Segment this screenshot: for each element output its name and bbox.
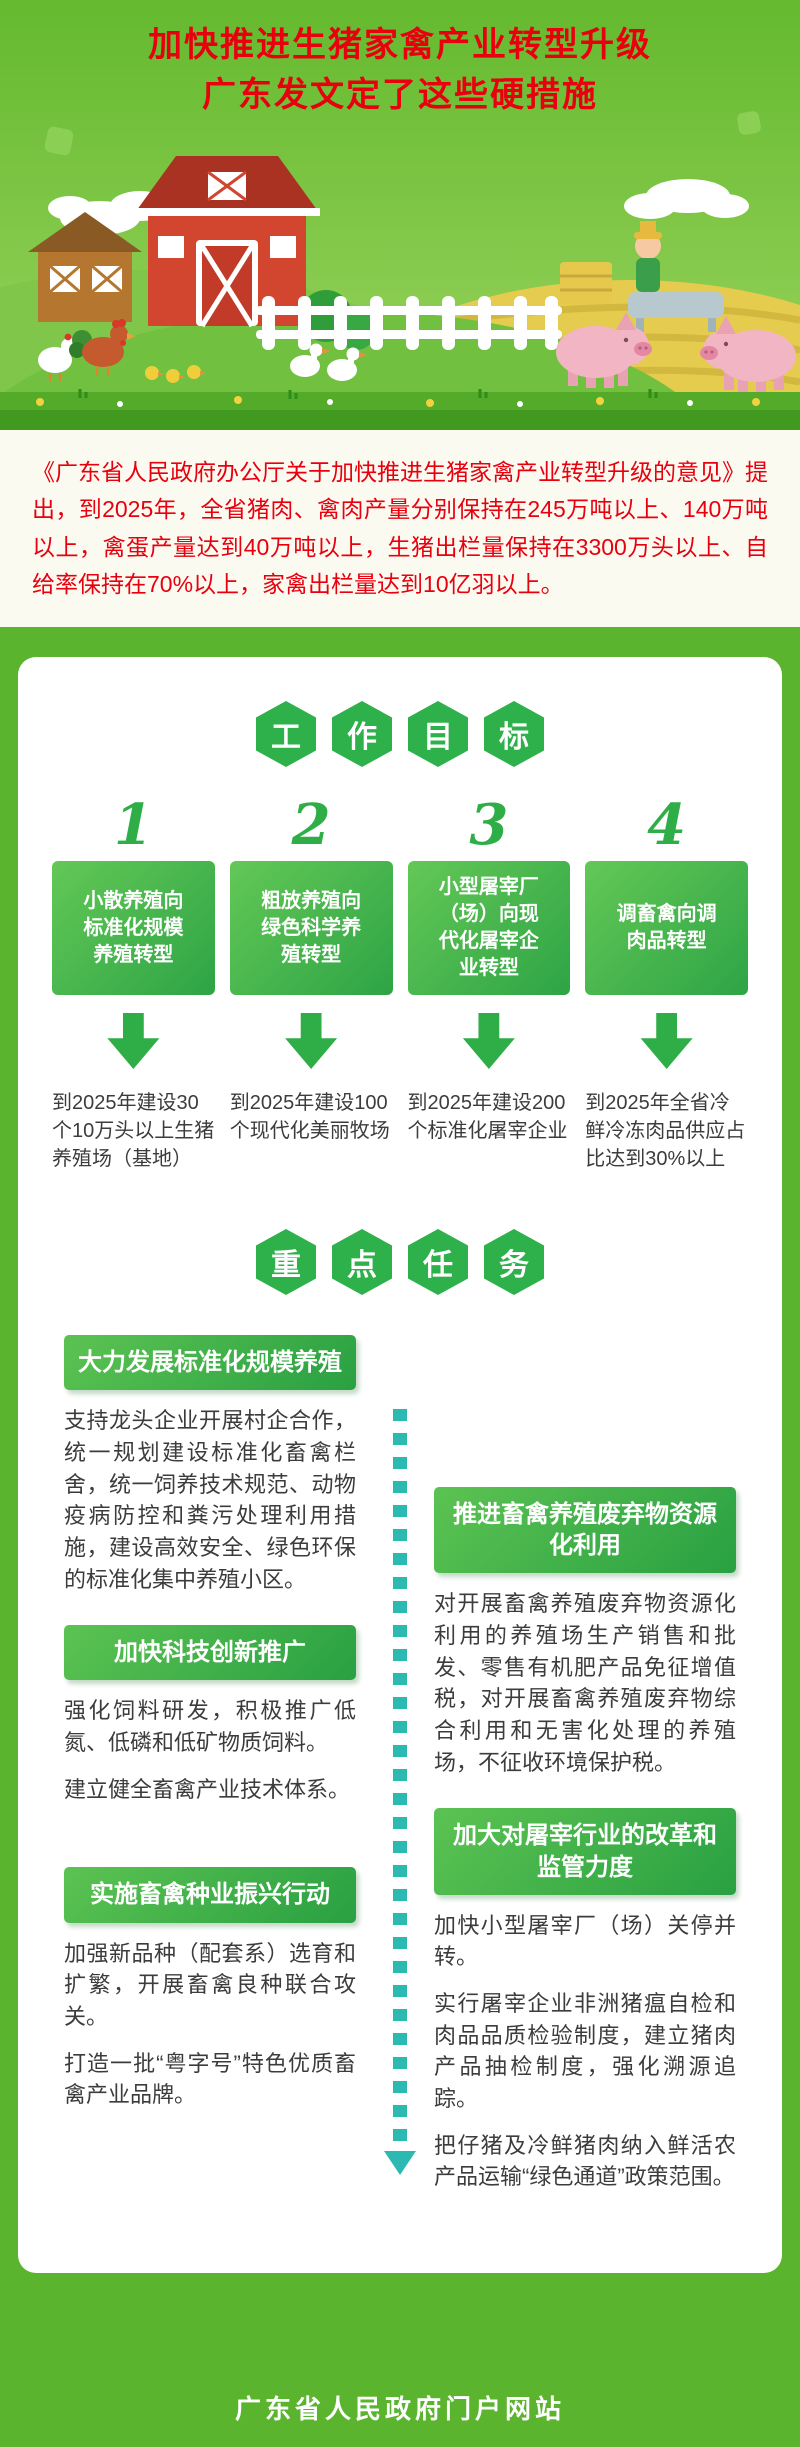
- goal-description: 到2025年建设100个现代化美丽牧场: [229, 1092, 390, 1142]
- goal-description: 到2025年建设30个10万头以上生猪养殖场（基地）: [52, 1092, 215, 1170]
- site-name: 广东省人民政府门户网站: [234, 2393, 565, 2424]
- down-arrow-icon: [640, 1013, 693, 1069]
- down-arrow-icon: [107, 1013, 160, 1069]
- footer: 广东省人民政府门户网站: [0, 2367, 800, 2447]
- page-title-line2: 广东发文定了这些硬措施: [202, 76, 598, 115]
- task-title: 推进畜禽养殖废弃物资源化利用: [434, 1487, 736, 1574]
- farm-illustration-icon: [0, 0, 800, 430]
- intro-section: 《广东省人民政府办公厅关于加快推进生猪家禽产业转型升级的意见》提出，到2025年…: [0, 430, 800, 627]
- goal-description: 到2025年建设200个标准化屠宰企业: [407, 1092, 568, 1142]
- hexagon-badge: 任: [408, 1229, 468, 1295]
- goal-item: 1 小散养殖向标准化规模养殖转型 到2025年建设30个10万头以上生猪养殖场（…: [52, 797, 215, 1173]
- task-paragraph: 建立健全畜禽产业技术体系。: [64, 1776, 351, 1802]
- goal-title: 粗放养殖向绿色科学养殖转型: [229, 861, 393, 995]
- goal-title: 小散养殖向标准化规模养殖转型: [52, 861, 215, 995]
- goal-title: 小型屠宰厂（场）向现代化屠宰企业转型: [407, 861, 571, 995]
- task-block: 加大对屠宰行业的改革和监管力度 加快小型屠宰厂（场）关停并转。 实行屠宰企业非洲…: [434, 1808, 736, 2193]
- tasks-left-column: 大力发展标准化规模养殖 支持龙头企业开展村企合作，统一规划建设标准化畜禽栏舍，统…: [64, 1335, 356, 2193]
- tasks-right-column: 推进畜禽养殖废弃物资源化利用 对开展畜禽养殖废弃物资源化利用的养殖场生产销售和批…: [434, 1335, 736, 2193]
- task-paragraph: 打造一批“粤字号”特色优质畜禽产业品牌。: [64, 2050, 356, 2108]
- hexagon-badge: 点: [332, 1229, 392, 1295]
- hero-section: 加快推进生猪家禽产业转型升级 广东发文定了这些硬措施: [0, 0, 800, 430]
- flow-down-arrow-spine: [384, 1409, 416, 2176]
- goal-number: 4: [647, 792, 687, 858]
- task-title: 加大对屠宰行业的改革和监管力度: [434, 1808, 736, 1895]
- goal-item: 2 粗放养殖向绿色科学养殖转型 到2025年建设100个现代化美丽牧场: [229, 792, 393, 1173]
- task-paragraph: 对开展畜禽养殖废弃物资源化利用的养殖场生产销售和批发、零售有机肥产品免征增值税，…: [434, 1591, 736, 1775]
- content-card: 工 作 目 标 1 小散养殖向标准化规模养殖转型 到2025年建设30个10万头…: [18, 657, 782, 2274]
- tasks-section: 大力发展标准化规模养殖 支持龙头企业开展村企合作，统一规划建设标准化畜禽栏舍，统…: [48, 1325, 752, 2243]
- task-title: 加快科技创新推广: [64, 1625, 356, 1681]
- goal-description: 到2025年全省冷鲜冷冻肉品供应占比达到30%以上: [585, 1092, 746, 1170]
- task-paragraph: 加快小型屠宰厂（场）关停并转。: [434, 1912, 736, 1970]
- task-block: 推进畜禽养殖废弃物资源化利用 对开展畜禽养殖废弃物资源化利用的养殖场生产销售和批…: [434, 1487, 736, 1778]
- task-title: 大力发展标准化规模养殖: [64, 1335, 356, 1391]
- goals-grid: 1 小散养殖向标准化规模养殖转型 到2025年建设30个10万头以上生猪养殖场（…: [48, 797, 752, 1173]
- task-title: 实施畜禽种业振兴行动: [64, 1867, 356, 1923]
- goal-number: 3: [469, 792, 509, 858]
- page-title-line1: 加快推进生猪家禽产业转型升级: [148, 26, 652, 64]
- hexagon-badge: 务: [484, 1229, 544, 1295]
- goal-item: 4 调畜禽向调肉品转型 到2025年全省冷鲜冷冻肉品供应占比达到30%以上: [585, 797, 748, 1173]
- hexagon-badge: 标: [484, 701, 544, 767]
- goal-item: 3 小型屠宰厂（场）向现代化屠宰企业转型 到2025年建设200个标准化屠宰企业: [407, 792, 571, 1173]
- hexagon-badge: 重: [256, 1229, 316, 1295]
- page-title: 加快推进生猪家禽产业转型升级 广东发文定了这些硬措施: [0, 20, 800, 121]
- goal-title: 调畜禽向调肉品转型: [585, 861, 748, 995]
- task-paragraph: 加强新品种（配套系）选育和扩繁，开展畜禽良种联合攻关。: [64, 1940, 356, 2029]
- task-block: 大力发展标准化规模养殖 支持龙头企业开展村企合作，统一规划建设标准化畜禽栏舍，统…: [64, 1335, 356, 1595]
- key-tasks-badge-row: 重 点 任 务: [48, 1229, 752, 1295]
- hexagon-badge: 作: [332, 701, 392, 767]
- goal-number: 1: [113, 792, 153, 858]
- work-goals-badge-row: 工 作 目 标: [48, 701, 752, 767]
- down-arrow-icon: [462, 1013, 515, 1069]
- goal-number: 2: [291, 792, 331, 858]
- task-paragraph: 强化饲料研发，积极推广低氮、低磷和低矿物质饲料。: [64, 1698, 356, 1756]
- task-block: 实施畜禽种业振兴行动 加强新品种（配套系）选育和扩繁，开展畜禽良种联合攻关。 打…: [64, 1867, 356, 2111]
- down-arrow-icon: [285, 1013, 338, 1069]
- task-block: 加快科技创新推广 强化饲料研发，积极推广低氮、低磷和低矿物质饲料。 建立健全畜禽…: [64, 1625, 356, 1805]
- intro-text: 《广东省人民政府办公厅关于加快推进生猪家禽产业转型升级的意见》提出，到2025年…: [32, 459, 768, 597]
- task-paragraph: 把仔猪及冷鲜猪肉纳入鲜活农产品运输“绿色通道”政策范围。: [434, 2132, 736, 2190]
- hexagon-badge: 工: [256, 701, 316, 767]
- hexagon-badge: 目: [408, 701, 468, 767]
- task-paragraph: 支持龙头企业开展村企合作，统一规划建设标准化畜禽栏舍，统一饲养技术规范、动物疫病…: [64, 1408, 356, 1592]
- task-paragraph: 实行屠宰企业非洲猪瘟自检和肉品品质检验制度，建立猪肉产品抽检制度，强化溯源追踪。: [434, 1991, 736, 2112]
